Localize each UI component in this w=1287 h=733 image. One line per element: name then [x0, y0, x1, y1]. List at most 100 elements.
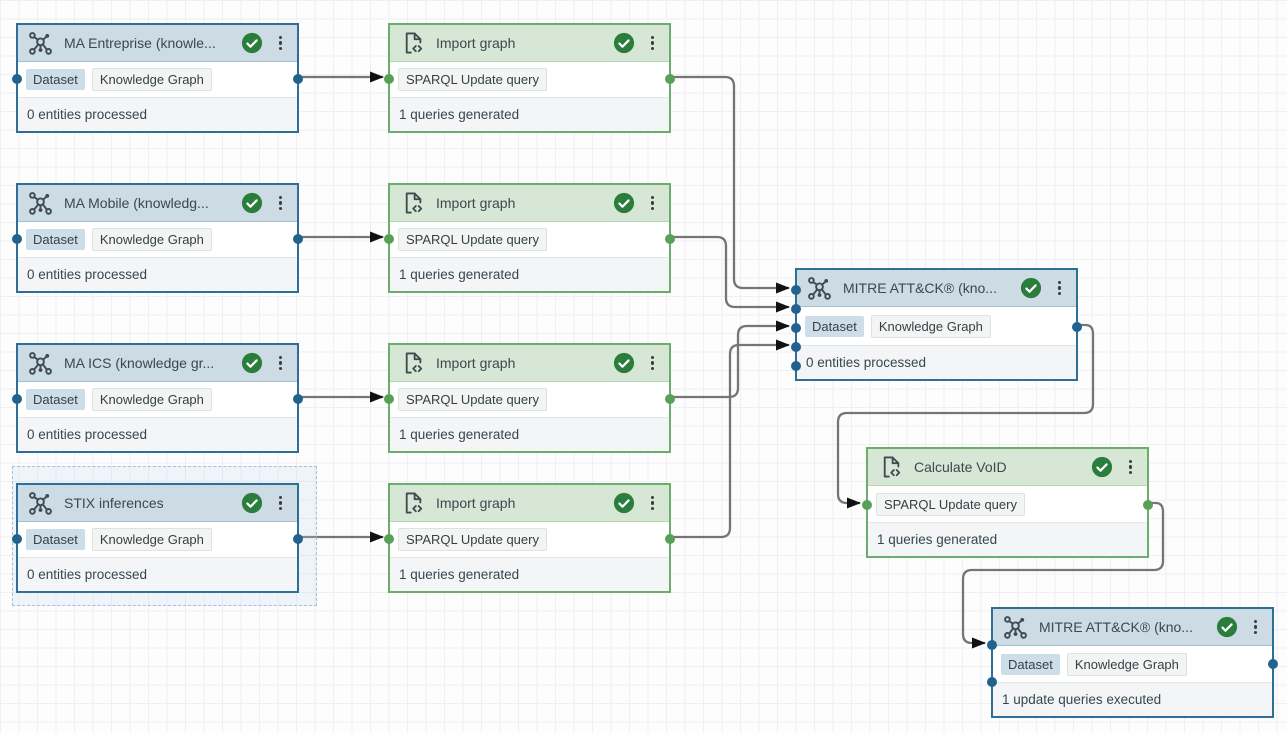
- more-options-button[interactable]: [645, 352, 660, 375]
- output-port[interactable]: [293, 394, 303, 404]
- node-header: Import graph: [390, 25, 669, 62]
- tag-dataset: Dataset: [1001, 653, 1060, 675]
- edge-ds-mitre-attack-1-to-task-calculate-void[interactable]: [836, 323, 1095, 509]
- tag-dataset: Dataset: [26, 229, 85, 250]
- more-options-button[interactable]: [1123, 456, 1138, 479]
- input-port[interactable]: [791, 285, 801, 295]
- node-status: 0 entities processed: [797, 345, 1076, 379]
- more-options-button[interactable]: [1052, 277, 1067, 300]
- input-port[interactable]: [987, 640, 997, 650]
- code-file-icon: [399, 490, 426, 517]
- knowledge-graph-icon: [1002, 614, 1029, 641]
- input-port[interactable]: [384, 394, 394, 404]
- tag-knowledge-graph: Knowledge Graph: [91, 388, 212, 411]
- input-port[interactable]: [862, 500, 872, 510]
- output-port[interactable]: [293, 234, 303, 244]
- input-port[interactable]: [384, 234, 394, 244]
- node-title: Calculate VoID: [914, 459, 1007, 475]
- node-status: 1 queries generated: [390, 257, 669, 291]
- tag-knowledge-graph: Knowledge Graph: [1066, 652, 1187, 676]
- node-tags: SPARQL Update query: [868, 486, 1147, 522]
- input-port[interactable]: [791, 304, 801, 314]
- success-check-icon: [1020, 277, 1042, 299]
- node-tags: SPARQL Update query: [390, 522, 669, 557]
- input-port[interactable]: [12, 394, 22, 404]
- knowledge-graph-icon: [27, 30, 54, 57]
- edge-task-import-graph-4-to-ds-mitre-attack-1[interactable]: [671, 339, 790, 539]
- node-header: STIX inferences: [18, 485, 297, 522]
- success-check-icon: [241, 32, 263, 54]
- node-header: Import graph: [390, 185, 669, 222]
- node-tags: Dataset Knowledge Graph: [993, 646, 1272, 682]
- output-port[interactable]: [665, 234, 675, 244]
- node-tags: SPARQL Update query: [390, 222, 669, 257]
- tag-dataset: Dataset: [26, 529, 85, 550]
- output-port[interactable]: [293, 534, 303, 544]
- tag-sparql-update-query: SPARQL Update query: [398, 388, 547, 411]
- tag-sparql-update-query: SPARQL Update query: [398, 528, 547, 551]
- more-options-button[interactable]: [645, 192, 660, 215]
- node-status: 1 queries generated: [868, 522, 1147, 556]
- input-port[interactable]: [12, 234, 22, 244]
- edge-task-import-graph-1-to-ds-mitre-attack-1[interactable]: [671, 75, 790, 294]
- node-header: MA Entreprise (knowle...: [18, 25, 297, 62]
- input-port[interactable]: [791, 361, 801, 371]
- node-title: Import graph: [436, 35, 516, 51]
- tag-dataset: Dataset: [805, 315, 864, 337]
- output-port[interactable]: [293, 74, 303, 84]
- edge-task-import-graph-3-to-ds-mitre-attack-1[interactable]: [671, 320, 790, 399]
- input-port[interactable]: [987, 677, 997, 687]
- edge-task-import-graph-2-to-ds-mitre-attack-1[interactable]: [671, 235, 790, 313]
- input-port[interactable]: [791, 342, 801, 352]
- more-options-button[interactable]: [273, 192, 288, 215]
- edge-task-calculate-void-to-ds-mitre-attack-2[interactable]: [961, 501, 1165, 649]
- more-options-button[interactable]: [273, 492, 288, 515]
- node-status: 1 queries generated: [390, 97, 669, 131]
- more-options-button[interactable]: [1248, 616, 1263, 639]
- output-port[interactable]: [1072, 322, 1082, 332]
- success-check-icon: [241, 492, 263, 514]
- more-options-button[interactable]: [273, 32, 288, 55]
- output-port[interactable]: [665, 394, 675, 404]
- knowledge-graph-icon: [27, 490, 54, 517]
- success-check-icon: [613, 192, 635, 214]
- input-port[interactable]: [791, 323, 801, 333]
- input-port[interactable]: [12, 74, 22, 84]
- node-title: MITRE ATT&CK® (kno...: [1039, 619, 1193, 635]
- more-options-button[interactable]: [273, 352, 288, 375]
- success-check-icon: [241, 352, 263, 374]
- input-port[interactable]: [384, 534, 394, 544]
- node-title: Import graph: [436, 495, 516, 511]
- input-port[interactable]: [12, 534, 22, 544]
- more-options-button[interactable]: [645, 492, 660, 515]
- node-title: MA Mobile (knowledg...: [64, 195, 209, 211]
- input-port[interactable]: [384, 74, 394, 84]
- node-ds-mitre-attack-2[interactable]: MITRE ATT&CK® (kno... Dataset Knowledge Gr…: [987, 607, 1278, 718]
- output-port[interactable]: [1143, 500, 1153, 510]
- more-options-button[interactable]: [645, 32, 660, 55]
- output-port[interactable]: [1268, 659, 1278, 669]
- node-header: MA ICS (knowledge gr...: [18, 345, 297, 382]
- node-status: 0 entities processed: [18, 97, 297, 131]
- output-port[interactable]: [665, 534, 675, 544]
- success-check-icon: [241, 192, 263, 214]
- success-check-icon: [1091, 456, 1113, 478]
- output-port[interactable]: [665, 74, 675, 84]
- success-check-icon: [1216, 616, 1238, 638]
- tag-knowledge-graph: Knowledge Graph: [91, 68, 212, 91]
